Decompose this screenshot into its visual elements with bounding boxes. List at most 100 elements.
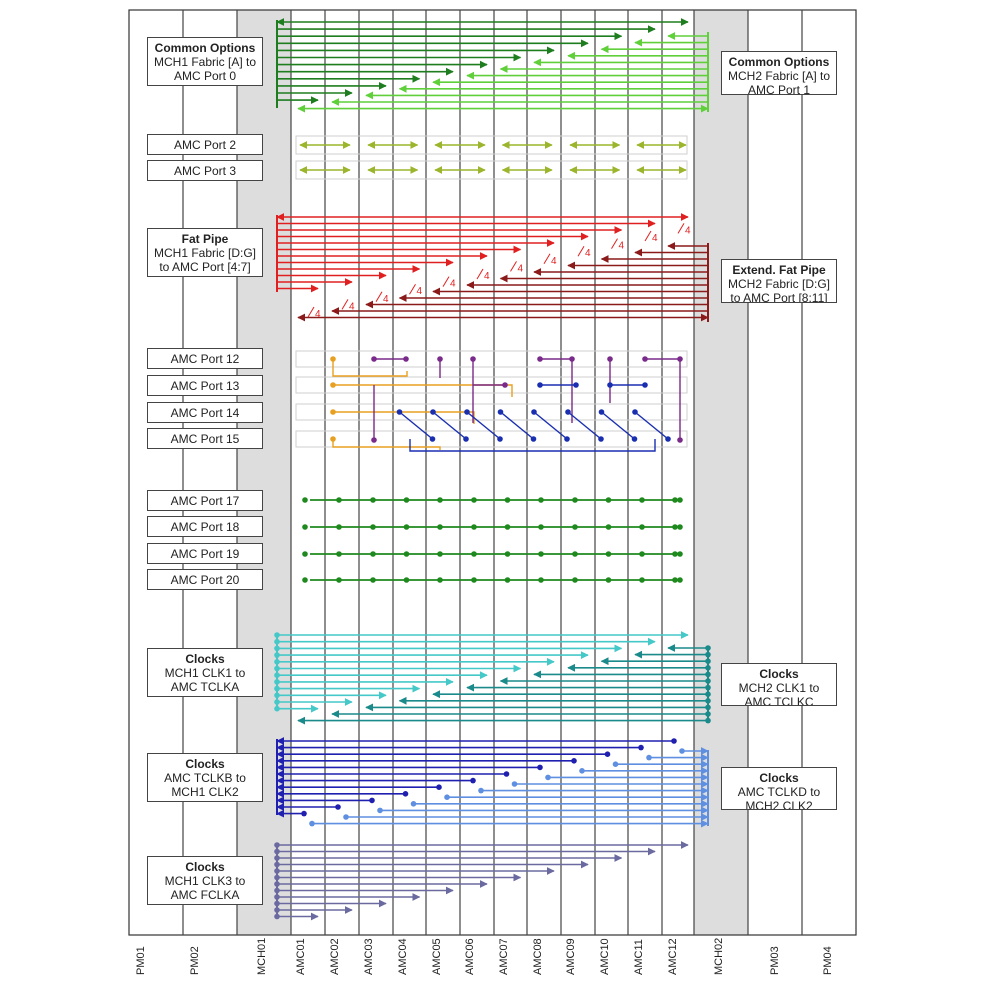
port-mesh-node bbox=[403, 356, 409, 362]
label-amc-port-13: AMC Port 13 bbox=[147, 375, 263, 396]
bus-node bbox=[403, 497, 410, 503]
clk-source-node bbox=[638, 744, 644, 751]
label-clocks-mch2-clk2-line2: MCH2 CLK2 bbox=[745, 799, 813, 810]
port-mesh-node bbox=[569, 356, 575, 362]
port-mesh-node bbox=[598, 436, 604, 442]
label-common-options-mch1-line2: AMC Port 0 bbox=[173, 69, 236, 83]
bus-node bbox=[677, 497, 683, 503]
clk-source-node bbox=[343, 814, 349, 820]
label-amc-port-3: AMC Port 3 bbox=[147, 160, 263, 181]
bus-width-label: 4 bbox=[417, 286, 423, 297]
port-mesh-node bbox=[642, 356, 648, 362]
port-mesh-node bbox=[497, 409, 504, 415]
port-mesh-node bbox=[464, 409, 470, 415]
slot-label-pm03: PM03 bbox=[769, 946, 781, 975]
clk-source-node bbox=[377, 807, 383, 814]
bus-node bbox=[437, 524, 443, 530]
port-mesh-node bbox=[537, 356, 543, 362]
label-clocks-mch2-clk2-line1: AMC TCLKD to bbox=[737, 785, 821, 799]
bus-width-label: 4 bbox=[383, 294, 389, 305]
clk-source-node bbox=[274, 907, 280, 913]
port-mesh-node bbox=[565, 409, 571, 415]
bus-node bbox=[677, 524, 683, 530]
bus-width-slash bbox=[510, 261, 517, 272]
clk-source-node bbox=[436, 784, 442, 790]
slot-label-mch01: MCH01 bbox=[256, 937, 268, 975]
bus-node bbox=[538, 551, 544, 557]
label-extend-fat-pipe-line1: MCH2 Fabric [D:G] bbox=[727, 277, 830, 291]
clk-source-node bbox=[274, 894, 280, 900]
clk-source-node bbox=[274, 645, 280, 652]
label-clocks-mch2-clk1-title: Clocks bbox=[759, 667, 799, 681]
bus-node bbox=[471, 524, 477, 530]
bus-node bbox=[538, 577, 544, 583]
clk-source-node bbox=[503, 771, 510, 777]
clk-source-node bbox=[335, 804, 341, 810]
bus-node bbox=[403, 577, 410, 583]
clk-source-node bbox=[274, 705, 280, 712]
label-amc-port-14: AMC Port 14 bbox=[147, 402, 263, 423]
label-clocks-mch1-clk2-line2: MCH1 CLK2 bbox=[171, 785, 239, 799]
bus-width-label: 4 bbox=[349, 301, 355, 312]
clk-source-node bbox=[444, 794, 450, 800]
clk-source-node bbox=[705, 704, 711, 711]
label-common-options-mch1-title: Common Options bbox=[154, 41, 256, 55]
port-mesh-trace bbox=[500, 411, 534, 440]
bus-width-slash bbox=[476, 268, 484, 280]
label-amc-port-18: AMC Port 18 bbox=[147, 516, 263, 537]
bus-node bbox=[302, 524, 308, 530]
port-mesh-trace bbox=[399, 411, 433, 440]
label-amc-port-12: AMC Port 12 bbox=[147, 348, 263, 369]
label-clocks-mch1-clk2-line1: AMC TCLKB to bbox=[164, 771, 246, 785]
port-mesh-node bbox=[607, 356, 613, 362]
bus-node bbox=[572, 551, 578, 557]
slot-label-amc07: AMC07 bbox=[498, 938, 510, 975]
clk-source-node bbox=[612, 761, 619, 767]
clk-source-node bbox=[402, 791, 409, 797]
bus-width-label: 4 bbox=[315, 309, 321, 320]
clk-source-node bbox=[705, 665, 711, 671]
bus-node bbox=[672, 497, 678, 503]
clk-source-node bbox=[511, 781, 518, 787]
label-amc-port-15: AMC Port 15 bbox=[147, 428, 263, 449]
port-mesh-trace bbox=[332, 359, 408, 377]
bus-node bbox=[572, 524, 578, 530]
clk-source-node bbox=[705, 671, 711, 678]
port-mesh-node bbox=[371, 437, 377, 443]
port-mesh-node bbox=[677, 437, 683, 443]
bus-node bbox=[538, 497, 544, 503]
clk-source-node bbox=[705, 645, 711, 651]
port-mesh-node bbox=[437, 356, 443, 362]
port-mesh-node bbox=[371, 356, 377, 362]
label-fat-pipe-line2: to AMC Port [4:7] bbox=[159, 260, 251, 274]
amc-port-12-row-box bbox=[295, 350, 688, 368]
backplane-frame bbox=[128, 9, 857, 936]
clk-source-node bbox=[705, 711, 711, 717]
clk-source-node bbox=[537, 764, 543, 771]
port-mesh-trace bbox=[432, 411, 467, 440]
port-mesh-node bbox=[430, 409, 436, 415]
bus-node bbox=[605, 577, 612, 583]
slot-label-pm01: PM01 bbox=[135, 946, 147, 975]
bus-node bbox=[437, 577, 443, 583]
clk-source-node bbox=[478, 787, 484, 794]
bus-width-label: 4 bbox=[585, 248, 591, 259]
clk-source-node bbox=[274, 652, 280, 658]
bus-width-slash bbox=[442, 276, 450, 287]
port-mesh-node bbox=[497, 436, 503, 442]
bus-width-label: 4 bbox=[518, 263, 524, 274]
clk-source-node bbox=[274, 861, 280, 868]
amc-port-2-row-box bbox=[295, 135, 688, 155]
bus-node bbox=[302, 551, 308, 557]
clk-source-node bbox=[705, 717, 711, 724]
bus-node bbox=[437, 551, 443, 557]
label-clocks-mch2-clk1-line2: AMC TCLKC bbox=[744, 695, 814, 706]
clk-source-node bbox=[679, 748, 685, 754]
label-amc-port-19: AMC Port 19 bbox=[147, 543, 263, 564]
bus-width-label: 4 bbox=[619, 241, 625, 252]
bus-node bbox=[572, 497, 578, 503]
bus-node bbox=[677, 577, 683, 583]
label-extend-fat-pipe-title: Extend. Fat Pipe bbox=[732, 263, 826, 277]
bus-width-slash bbox=[543, 253, 551, 265]
